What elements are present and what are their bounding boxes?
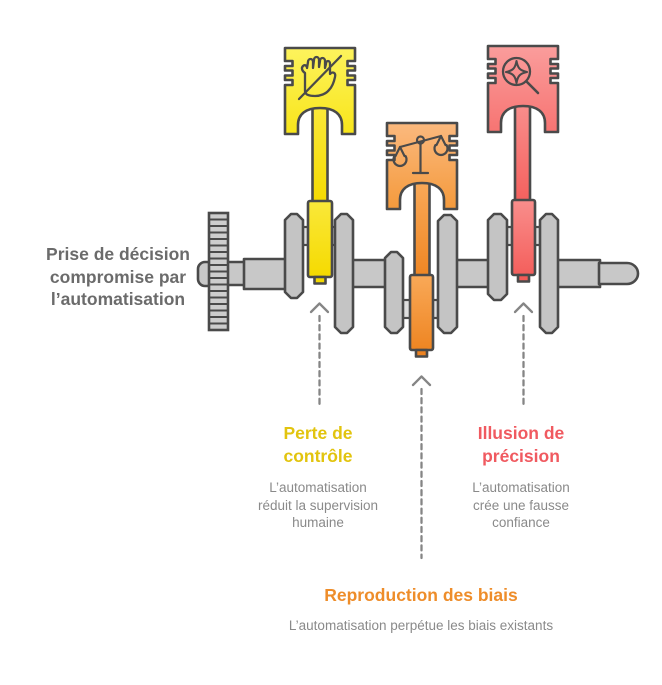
shaft-segment (555, 258, 602, 289)
sparkle-star (504, 59, 529, 85)
rod-red (513, 103, 532, 207)
arrow-head-biais (411, 375, 432, 387)
big-end-cap-red (516, 273, 531, 283)
callout-title-perte-de-controle: Perte de contrôle (283, 423, 353, 466)
counterweights (283, 212, 560, 335)
arrow-head-perte (309, 302, 330, 314)
timing-gear (207, 211, 230, 332)
callout-desc-reproduction-des-biais: L’automatisation perpétue les biais exis… (288, 618, 554, 633)
shaft-segment (242, 257, 288, 291)
callout-desc-illusion-de-precision: L’automatisation crée une fausse confian… (472, 480, 570, 531)
slash-line (297, 54, 343, 101)
gear-teeth (210, 218, 227, 325)
rod-yellow (311, 104, 329, 208)
callout-desc-perte-de-controle: L’automatisation réduit la supervision h… (257, 480, 379, 531)
callout-arrows (309, 302, 534, 560)
shaft-segment (454, 258, 491, 289)
hand-slash-icon (297, 54, 343, 101)
magnifier-sparkle-icon (501, 56, 540, 95)
shaft-right-end (597, 261, 640, 286)
shaft-segment (350, 258, 388, 289)
big-end-cap-orange (414, 348, 429, 358)
rod-big-ends (306, 198, 537, 358)
rod-orange (413, 180, 431, 281)
balance-scale-icon (392, 134, 449, 175)
big-end-cap-yellow (313, 275, 327, 285)
arrow-head-illusion (513, 302, 534, 314)
big-end-yellow (306, 199, 334, 279)
big-end-red (510, 198, 537, 277)
big-end-orange (408, 273, 435, 352)
machine-label: Prise de décision compromise par l’autom… (46, 244, 190, 309)
magnifier-handle (525, 80, 540, 95)
callout-title-illusion-de-precision: Illusion de précision (477, 423, 565, 466)
callout-title-reproduction-des-biais: Reproduction des biais (324, 585, 518, 605)
